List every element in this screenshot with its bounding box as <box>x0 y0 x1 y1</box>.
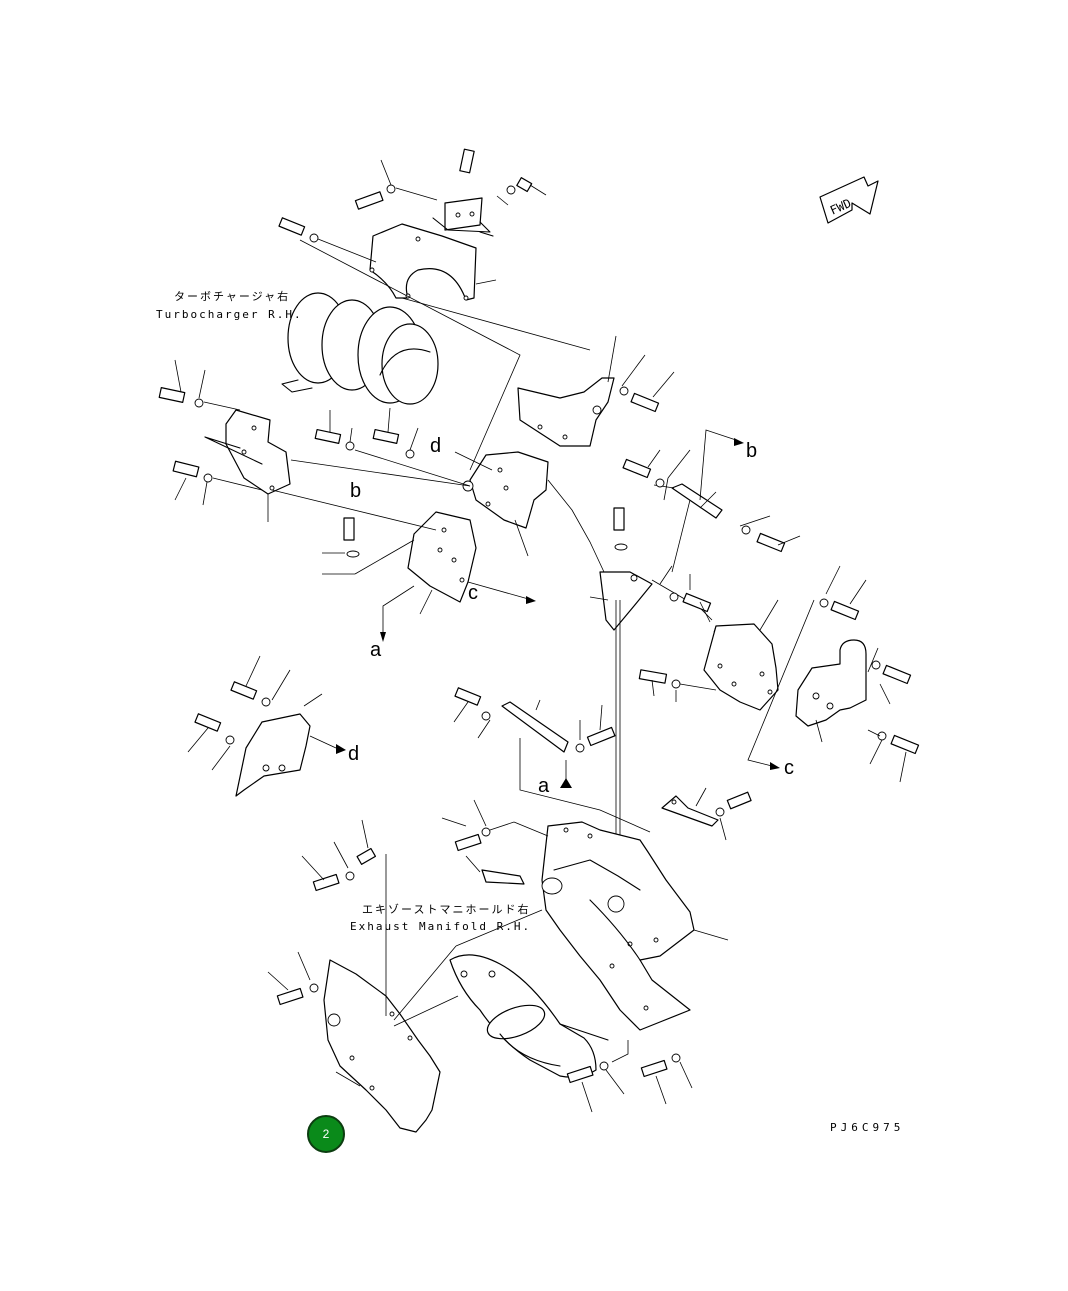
plate-right <box>795 639 920 783</box>
turbo-cover <box>278 217 497 301</box>
turbocharger <box>281 292 439 405</box>
ref-letter-d2: d <box>348 743 360 765</box>
ref-letter-c1: c <box>468 582 478 604</box>
manifold-shield <box>441 760 729 1031</box>
manifold-label-en: Exhaust Manifold R.H. <box>350 920 532 933</box>
leader-line <box>299 239 521 471</box>
turbocharger-label-en: Turbocharger R.H. <box>156 308 303 321</box>
bolt-set-top <box>354 159 547 210</box>
cover-plate-left <box>267 819 543 1133</box>
ref-letter-a1: d <box>430 435 442 457</box>
bracket-right-middle <box>547 479 713 840</box>
top-bracket <box>432 148 494 237</box>
turbocharger-label-jp: ターボチャージャ右 <box>174 290 291 303</box>
ref-letter-a3: a <box>538 775 550 797</box>
bracket-d <box>290 407 549 557</box>
exhaust-manifold <box>449 954 693 1113</box>
bracket-right-upper <box>517 335 675 447</box>
leader-line-2 <box>401 297 591 351</box>
turbo-bracket-left <box>158 359 291 522</box>
bracket-c <box>638 565 867 770</box>
bracket-b <box>271 489 536 642</box>
manifold-label-jp: エキゾーストマニホールド右 <box>362 903 531 916</box>
ref-letter-b1: b <box>746 440 758 462</box>
middle-bar <box>453 687 752 841</box>
ref-letter-b2: b <box>350 480 362 502</box>
forward-arrow-icon: FWD <box>819 176 879 224</box>
pin-rod <box>622 429 801 573</box>
bracket-d-left <box>187 655 346 797</box>
page-number-badge[interactable]: 2 <box>307 1115 345 1153</box>
ref-letter-c2: c <box>784 757 794 779</box>
drawing-code: PJ6C975 <box>830 1121 905 1134</box>
ref-letter-a2: a <box>370 639 382 661</box>
